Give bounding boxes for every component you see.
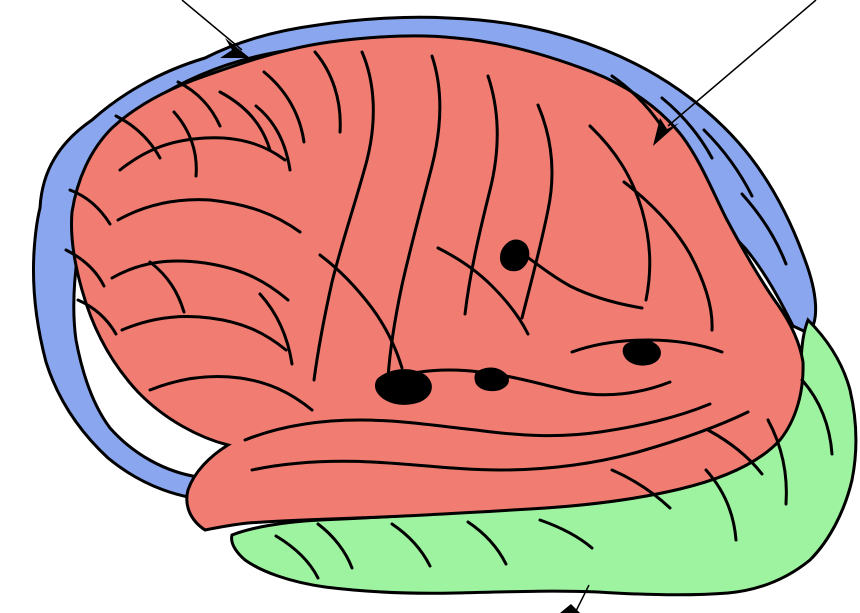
- top-left-pointer-line: [182, 0, 242, 50]
- top-right-pointer-line: [668, 0, 816, 126]
